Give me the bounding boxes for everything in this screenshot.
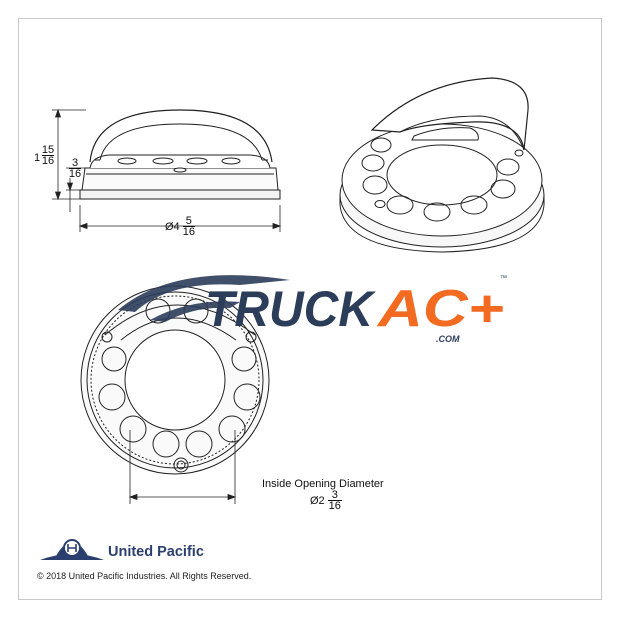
inside-prefix: Ø2 — [310, 494, 325, 507]
copyright-notice: © 2018 United Pacific Industries. All Ri… — [37, 571, 252, 581]
drawing-frame — [18, 18, 602, 600]
height-numerator: 15 — [41, 144, 55, 156]
logo-text-ac: AC+ — [376, 280, 504, 338]
isometric-view — [339, 77, 545, 253]
base-numerator: 3 — [71, 157, 79, 169]
side-view — [79, 109, 281, 200]
width-numerator: 5 — [185, 215, 192, 227]
fraction-bar — [182, 226, 195, 227]
inside-denominator: 16 — [328, 500, 341, 512]
logo-text-com: .COM — [436, 334, 460, 344]
height-fraction: 15 16 — [41, 144, 55, 167]
fraction-bar — [69, 168, 81, 169]
inside-opening-label: Inside Opening Diameter — [262, 478, 384, 490]
inside-dimension — [128, 430, 237, 504]
width-prefix: Ø4 — [165, 220, 180, 233]
fraction-bar — [327, 500, 342, 501]
united-pacific-logo — [40, 539, 104, 560]
fraction-bar — [42, 155, 54, 156]
inside-numerator: 3 — [331, 489, 338, 501]
base-denominator: 16 — [68, 168, 82, 180]
truck-ac-logo: TRUCK AC+ .COM ™ — [118, 275, 507, 344]
height-whole: 1 — [34, 152, 41, 164]
base-fraction: 3 16 — [68, 157, 82, 180]
logo-tm: ™ — [500, 275, 507, 282]
height-denominator: 16 — [41, 155, 55, 167]
width-dimension: Ø4 5 16 — [165, 215, 195, 238]
side-dimensions — [52, 108, 282, 232]
logo-text-truck: TRUCK — [205, 281, 377, 337]
width-fraction: 5 16 — [182, 215, 195, 238]
inside-fraction: 3 16 — [327, 489, 342, 512]
company-name: United Pacific — [108, 544, 204, 560]
top-view — [80, 285, 270, 475]
inside-dimension-value: Ø2 3 16 — [310, 489, 342, 512]
width-denominator: 16 — [182, 226, 195, 238]
